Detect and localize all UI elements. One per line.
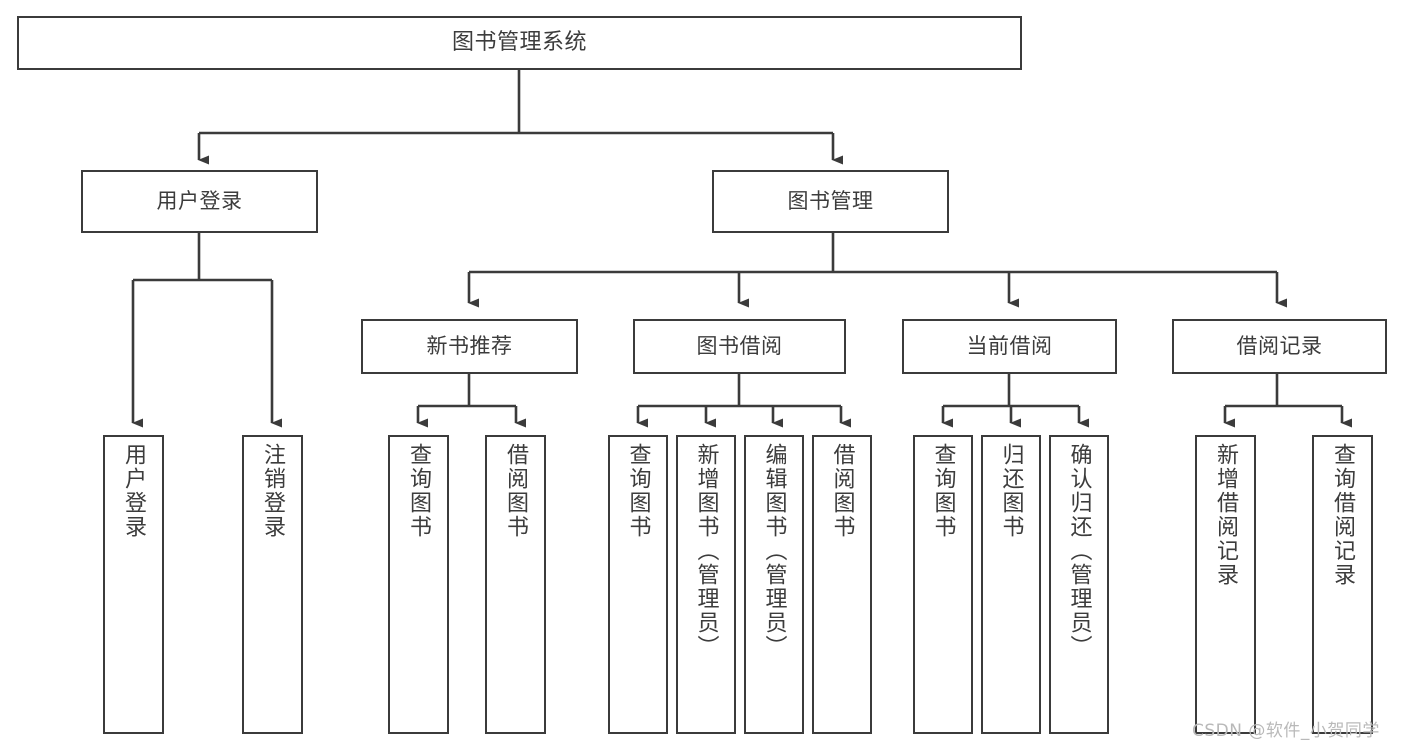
node-label: 图书管理系统 — [451, 30, 587, 56]
node-current-borrow[interactable]: 当前借阅 — [902, 319, 1117, 374]
node-label: 借阅记录 — [1236, 334, 1323, 359]
node-label: 查询借阅记录 — [1330, 443, 1356, 587]
node-label: 查询图书 — [625, 443, 651, 539]
node-book-management[interactable]: 图书管理 — [712, 170, 949, 233]
node-label: 新增图书（管理员） — [693, 443, 719, 659]
node-leaf-query-borrow-record[interactable]: 查询借阅记录 — [1312, 435, 1373, 734]
node-leaf-borrow-book-2[interactable]: 借阅图书 — [812, 435, 872, 734]
node-user-login[interactable]: 用户登录 — [81, 170, 318, 233]
node-label: 编辑图书（管理员） — [761, 443, 787, 659]
node-leaf-query-book-2[interactable]: 查询图书 — [608, 435, 668, 734]
node-leaf-query-book-1[interactable]: 查询图书 — [388, 435, 449, 734]
node-leaf-query-book-3[interactable]: 查询图书 — [913, 435, 973, 734]
node-leaf-return-book[interactable]: 归还图书 — [981, 435, 1041, 734]
node-root-book-management-system[interactable]: 图书管理系统 — [17, 16, 1022, 70]
node-leaf-user-login[interactable]: 用户登录 — [103, 435, 164, 734]
node-leaf-borrow-book-1[interactable]: 借阅图书 — [485, 435, 546, 734]
node-label: 当前借阅 — [966, 334, 1053, 359]
node-label: 查询图书 — [930, 443, 956, 539]
node-leaf-logout-login[interactable]: 注销登录 — [242, 435, 303, 734]
node-leaf-add-book-admin[interactable]: 新增图书（管理员） — [676, 435, 736, 734]
node-leaf-add-borrow-record[interactable]: 新增借阅记录 — [1195, 435, 1256, 734]
node-label: 借阅图书 — [503, 443, 529, 539]
node-leaf-confirm-return-admin[interactable]: 确认归还（管理员） — [1049, 435, 1109, 734]
node-new-book-recommend[interactable]: 新书推荐 — [361, 319, 578, 374]
node-label: 确认归还（管理员） — [1066, 443, 1092, 659]
csdn-watermark: CSDN @软件_小贺同学 — [1192, 721, 1380, 741]
node-label: 用户登录 — [121, 443, 147, 539]
node-label: 图书借阅 — [696, 334, 783, 359]
node-label: 借阅图书 — [829, 443, 855, 539]
node-label: 注销登录 — [260, 443, 286, 539]
node-label: 用户登录 — [156, 189, 243, 214]
node-book-borrow[interactable]: 图书借阅 — [633, 319, 846, 374]
node-label: 查询图书 — [406, 443, 432, 539]
node-label: 新增借阅记录 — [1213, 443, 1239, 587]
node-label: 图书管理 — [787, 189, 874, 214]
node-label: 新书推荐 — [426, 334, 513, 359]
node-leaf-edit-book-admin[interactable]: 编辑图书（管理员） — [744, 435, 804, 734]
node-label: 归还图书 — [998, 443, 1024, 539]
node-borrow-record[interactable]: 借阅记录 — [1172, 319, 1387, 374]
